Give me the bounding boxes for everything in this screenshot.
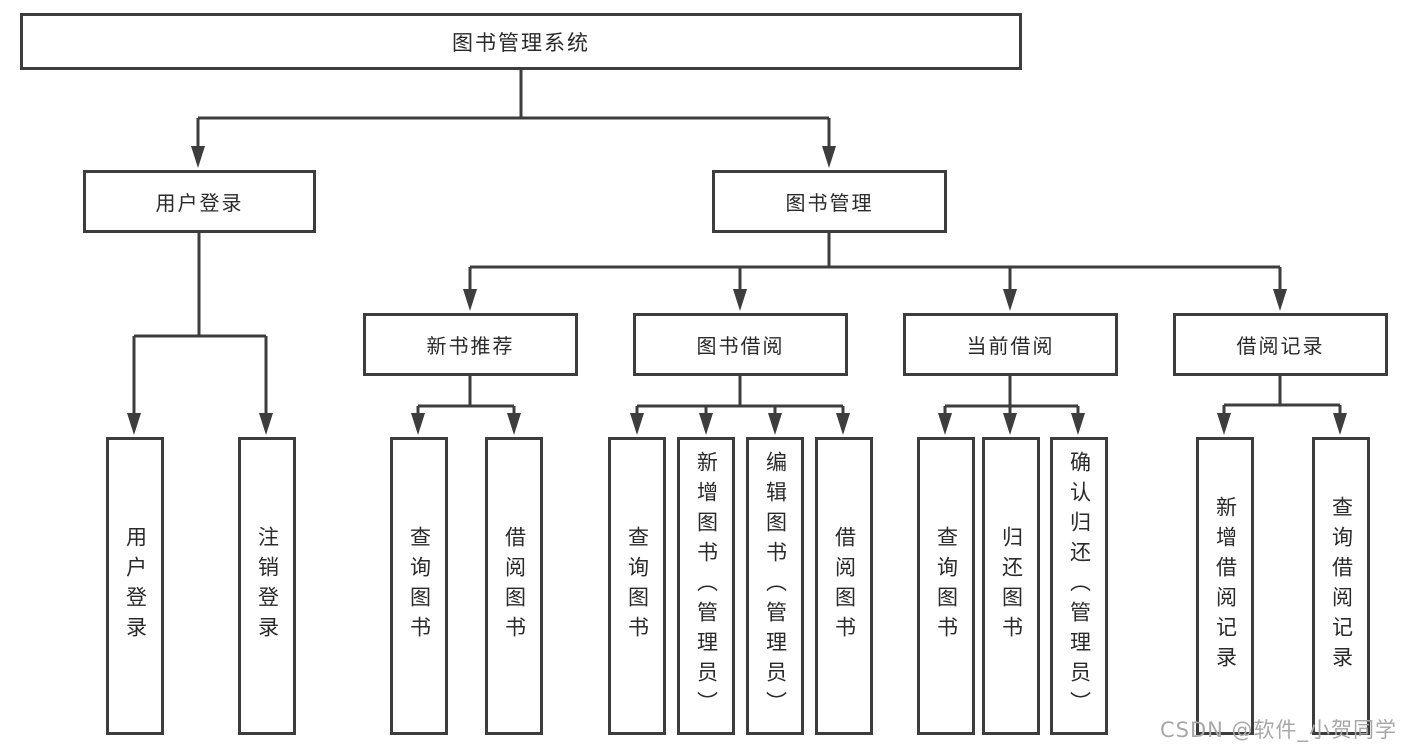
node-user-login-leaf: 用户登录 (106, 437, 164, 735)
node-book-borrow-label: 图书借阅 (696, 334, 785, 358)
node-current-borrow: 当前借阅 (903, 313, 1118, 376)
node-library-system: 图书管理系统 (20, 13, 1022, 70)
node-nb-borrow-book: 借阅图书 (485, 437, 543, 735)
node-cb-return-book: 归还图书 (982, 437, 1040, 735)
node-nb-borrow-book-label: 借阅图书 (502, 526, 527, 646)
node-bb-edit-book-admin: 编辑图书（管理员） (746, 437, 804, 735)
node-cb-confirm-return-admin-label: 确认归还（管理员） (1067, 451, 1092, 721)
node-br-query-record-label: 查询借阅记录 (1329, 496, 1354, 676)
node-book-management-label: 图书管理 (785, 191, 874, 215)
node-bb-add-book-admin-label: 新增图书（管理员） (694, 451, 719, 721)
node-new-book-recommend: 新书推荐 (363, 313, 578, 376)
node-bb-borrow-book: 借阅图书 (815, 437, 873, 735)
node-cb-query-book: 查询图书 (917, 437, 975, 735)
node-bb-query-book: 查询图书 (608, 437, 666, 735)
node-br-add-record-label: 新增借阅记录 (1213, 496, 1238, 676)
node-bb-query-book-label: 查询图书 (625, 526, 650, 646)
node-br-query-record: 查询借阅记录 (1312, 437, 1370, 735)
node-user-login-label: 用户登录 (155, 191, 244, 215)
node-logout-label: 注销登录 (255, 526, 280, 646)
node-bb-add-book-admin: 新增图书（管理员） (677, 437, 735, 735)
connector-arrowheads (127, 146, 1347, 435)
node-bb-borrow-book-label: 借阅图书 (832, 526, 857, 646)
node-cb-confirm-return-admin: 确认归还（管理员） (1050, 437, 1108, 735)
node-borrow-records: 借阅记录 (1173, 313, 1388, 376)
node-nb-query-book: 查询图书 (390, 437, 448, 735)
node-br-add-record: 新增借阅记录 (1196, 437, 1254, 735)
node-current-borrow-label: 当前借阅 (966, 334, 1055, 358)
connector-lines (132, 68, 1342, 419)
node-library-system-label: 图书管理系统 (452, 30, 590, 55)
node-book-management: 图书管理 (712, 170, 947, 233)
node-cb-query-book-label: 查询图书 (934, 526, 959, 646)
node-bb-edit-book-admin-label: 编辑图书（管理员） (763, 451, 788, 721)
csdn-watermark: CSDN @软件_小贺同学 (1160, 718, 1398, 742)
node-user-login-leaf-label: 用户登录 (123, 526, 148, 646)
node-user-login: 用户登录 (83, 170, 316, 233)
node-borrow-records-label: 借阅记录 (1236, 334, 1325, 358)
node-logout: 注销登录 (238, 437, 296, 735)
node-cb-return-book-label: 归还图书 (999, 526, 1024, 646)
node-book-borrow: 图书借阅 (633, 313, 848, 376)
node-new-book-recommend-label: 新书推荐 (426, 334, 515, 358)
node-nb-query-book-label: 查询图书 (407, 526, 432, 646)
